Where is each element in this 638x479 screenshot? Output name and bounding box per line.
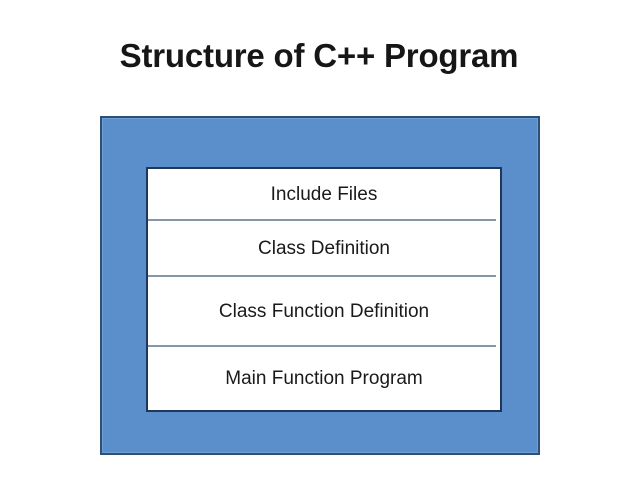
diagram-row-label: Include Files [270,184,378,205]
diagram-row-include-files: Include Files [148,169,500,221]
diagram-row-label: Class Function Definition [218,301,430,322]
diagram-row-label: Main Function Program [225,367,423,389]
diagram-row-label: Class Definition [258,238,390,259]
diagram-inner-box: Include Files Class Definition Class Fun… [146,167,502,412]
page-title: Structure of C++ Program [119,37,519,74]
diagram-row-class-function-definition: Class Function Definition [148,277,500,347]
diagram-row-class-definition: Class Definition [148,221,500,277]
diagram-row-main-function-program: Main Function Program [148,347,500,410]
diagram-outer-frame: Include Files Class Definition Class Fun… [100,116,540,455]
